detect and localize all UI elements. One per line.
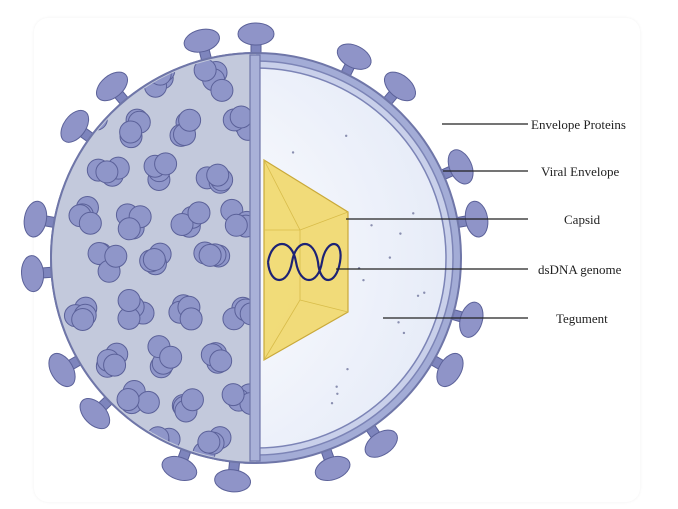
glycoprotein-cluster — [68, 196, 102, 235]
envelope-protein-spike — [60, 109, 98, 146]
glycoprotein-cluster — [117, 289, 155, 330]
glycoprotein-cluster — [86, 156, 130, 187]
glycoprotein-cluster — [193, 58, 234, 102]
glycoprotein-cluster — [195, 163, 234, 194]
glycoprotein-cluster — [115, 203, 152, 241]
glycoprotein-cluster — [95, 342, 129, 378]
glycoprotein-cluster — [63, 296, 98, 331]
glycoprotein-cluster — [87, 241, 128, 283]
tegument-particles — [291, 134, 426, 405]
label-viral-envelope: Viral Envelope — [541, 164, 620, 179]
capsid — [263, 158, 349, 362]
label-envelope-proteins: Envelope Proteins — [531, 117, 626, 132]
glycoprotein-cluster — [171, 388, 204, 423]
label-tegument: Tegument — [556, 311, 608, 326]
glycoprotein-cluster — [169, 108, 202, 147]
label-dsdna-genome: dsDNA genome — [538, 262, 622, 277]
cut-plane — [249, 54, 261, 462]
label-lines — [336, 123, 528, 319]
glycoprotein-cluster — [143, 152, 178, 191]
glycoprotein-cluster — [87, 426, 120, 461]
glycoprotein-cluster — [200, 342, 233, 374]
envelope-spikes — [21, 22, 489, 493]
glycoprotein-cluster — [116, 379, 160, 415]
glycoprotein-cluster — [168, 294, 203, 331]
label-capsid: Capsid — [564, 212, 601, 227]
glycoprotein-cluster — [193, 241, 231, 268]
glycoprotein-cluster — [170, 201, 211, 238]
glycoprotein-cluster — [146, 426, 181, 461]
glycoprotein-cluster — [139, 242, 172, 276]
glycoprotein-cluster — [119, 108, 151, 149]
dsdna-genome — [266, 243, 342, 281]
glycoprotein-cluster — [147, 335, 183, 379]
